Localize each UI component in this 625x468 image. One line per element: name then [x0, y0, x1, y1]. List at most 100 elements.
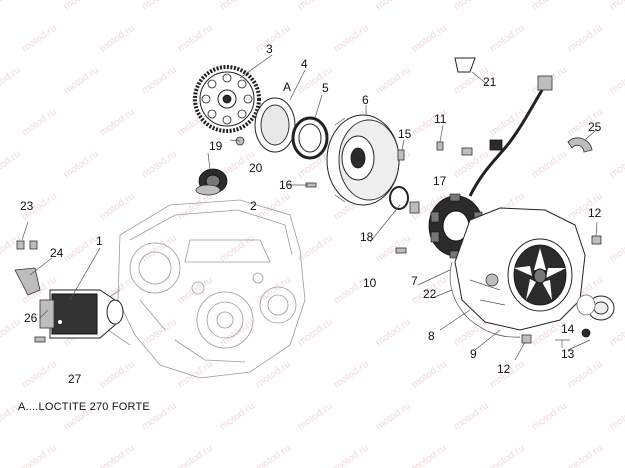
- rotor-nut-and-washer: [389, 186, 420, 254]
- watermark-text: motod.ru: [566, 23, 605, 55]
- watermark-text: motod.ru: [332, 359, 371, 391]
- watermark-text: motod.ru: [176, 191, 215, 223]
- callout-13: 13: [561, 347, 575, 361]
- watermark-text: motod.ru: [140, 0, 179, 12]
- loctite-footnote: A....LOCTITE 270 FORTE: [18, 401, 150, 413]
- callout-14: 14: [561, 322, 575, 336]
- watermark-text: motod.ru: [374, 317, 413, 349]
- watermark-text: motod.ru: [176, 443, 215, 468]
- watermark-text: motod.ru: [20, 443, 59, 468]
- callout-6: 6: [362, 93, 369, 107]
- watermark-text: motod.ru: [410, 23, 449, 55]
- callout-19: 19: [209, 139, 223, 153]
- watermark-text: motod.ru: [0, 149, 23, 181]
- watermark-text: motod.ru: [332, 443, 371, 468]
- bearing-ring: [291, 116, 329, 160]
- watermark-text: motod.ru: [176, 359, 215, 391]
- callout-8: 8: [428, 329, 435, 343]
- watermark-text: motod.ru: [0, 0, 23, 12]
- callout-25: 25: [588, 120, 602, 134]
- watermark-text: motod.ru: [296, 317, 335, 349]
- callout-18: 18: [360, 230, 374, 244]
- watermark-text: motod.ru: [530, 149, 569, 181]
- watermark-text: motod.ru: [530, 0, 569, 12]
- watermark-text: motod.ru: [98, 443, 137, 468]
- watermark-text: motod.ru: [608, 149, 625, 181]
- callout-2: 2: [250, 199, 257, 213]
- callout-15: 15: [398, 127, 412, 141]
- watermark-text: motod.ru: [20, 23, 59, 55]
- watermark-text: motod.ru: [98, 23, 137, 55]
- cover-gasket: [449, 261, 521, 338]
- watermark-text: motod.ru: [140, 317, 179, 349]
- watermark-text: motod.ru: [608, 65, 625, 97]
- watermark-text: motod.ru: [140, 149, 179, 181]
- callout-9: 9: [470, 347, 477, 361]
- generator-cover: [454, 207, 586, 331]
- watermark-text: motod.ru: [98, 107, 137, 139]
- watermark-text: motod.ru: [0, 317, 23, 349]
- flywheel-rotor: [326, 114, 400, 206]
- cover-bolts: [521, 235, 602, 344]
- starter-motor: [39, 289, 124, 339]
- watermark-text: motod.ru: [254, 443, 293, 468]
- callout-13-bracket: [555, 339, 570, 348]
- callout-24: 24: [50, 246, 64, 260]
- watermark-text: motod.ru: [62, 0, 101, 12]
- cable-clip: [567, 137, 593, 153]
- watermark-text: motod.ru: [140, 65, 179, 97]
- watermark-text: motod.ru: [176, 23, 215, 55]
- starter-ring-gear: [193, 65, 261, 133]
- watermark-text: motod.ru: [98, 191, 137, 223]
- watermark-text: motod.ru: [566, 359, 605, 391]
- watermark-text: motod.ru: [608, 233, 625, 265]
- watermark-text: motod.ru: [0, 65, 23, 97]
- watermark-text: motod.ru: [374, 65, 413, 97]
- callout-1: 1: [96, 234, 103, 248]
- watermark-text: motod.ru: [140, 233, 179, 265]
- watermark-text: motod.ru: [452, 0, 491, 12]
- watermark-text: motod.ru: [410, 359, 449, 391]
- callout-17: 17: [433, 174, 447, 188]
- stator-cable: [454, 57, 553, 197]
- watermark-text: motod.ru: [410, 443, 449, 468]
- watermark-text: motod.ru: [488, 443, 527, 468]
- watermark-text: motod.ru: [254, 275, 293, 307]
- watermark-text: motod.ru: [254, 191, 293, 223]
- watermark-text: motod.ru: [296, 401, 335, 433]
- callout-22: 22: [423, 287, 437, 301]
- callout-21: 21: [483, 75, 497, 89]
- callout-4: 4: [301, 57, 308, 71]
- callout-16: 16: [279, 178, 293, 192]
- watermark-text: motod.ru: [20, 107, 59, 139]
- inspection-plug: [576, 294, 615, 338]
- watermark-text: motod.ru: [98, 359, 137, 391]
- watermark-text: motod.ru: [608, 401, 625, 433]
- watermark-text: motod.ru: [176, 275, 215, 307]
- callout-3: 3: [266, 42, 273, 56]
- callout-12-top: 12: [588, 206, 602, 220]
- callout-labels: 3 4 A 5 6 15 11 21 25 17 12 19 20 16 2 2…: [20, 42, 602, 386]
- callout-20: 20: [249, 161, 263, 175]
- watermark-text: motod.ru: [62, 233, 101, 265]
- watermark-text: motod.ru: [608, 317, 625, 349]
- watermark-text: motod.ru: [374, 0, 413, 12]
- watermark-text: motod.ru: [530, 401, 569, 433]
- watermark-text: motod.ru: [488, 107, 527, 139]
- watermark-text: motod.ru: [62, 149, 101, 181]
- watermark-text: motod.ru: [62, 65, 101, 97]
- watermark-text: motod.ru: [20, 359, 59, 391]
- callout-10: 10: [363, 276, 377, 290]
- engine-crankcase: [104, 199, 306, 379]
- callout-12-bottom: 12: [497, 362, 511, 376]
- watermark-text: motod.ru: [608, 0, 625, 12]
- watermark-text: motod.ru: [332, 23, 371, 55]
- watermark-text: motod.ru: [218, 233, 257, 265]
- watermark-text: motod.ru: [218, 0, 257, 12]
- callout-27: 27: [68, 372, 82, 386]
- leader-lines: [21, 54, 598, 361]
- callout-A: A: [283, 80, 291, 94]
- watermark-text: motod.ru: [488, 23, 527, 55]
